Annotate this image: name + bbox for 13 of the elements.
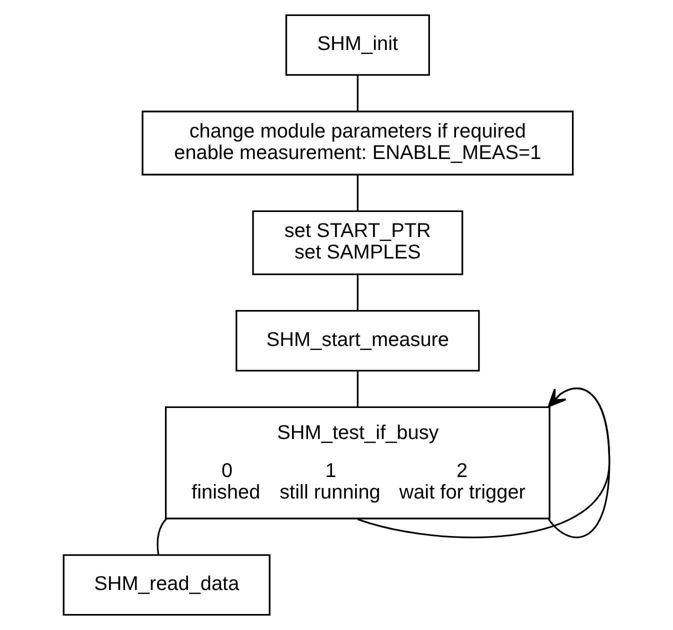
- node-box: SHM_start_measure: [236, 310, 480, 372]
- connector: [356, 274, 358, 310]
- node-box: change module parameters if required enable measurement: ENABLE_MEAS=1: [142, 110, 574, 176]
- node-box: SHM_init: [285, 14, 430, 76]
- connector: [356, 371, 358, 408]
- arrow: [357, 388, 610, 538]
- connector: [356, 75, 358, 112]
- connector: [356, 174, 358, 211]
- node-box: set START_PTR set SAMPLES: [252, 210, 464, 276]
- node-box: SHM_read_data: [62, 554, 270, 616]
- connector: [156, 518, 168, 555]
- arrow: [548, 388, 610, 538]
- node-box: SHM_test_if_busy 0 finished 1 still running 2 wait for trigger: [164, 406, 550, 520]
